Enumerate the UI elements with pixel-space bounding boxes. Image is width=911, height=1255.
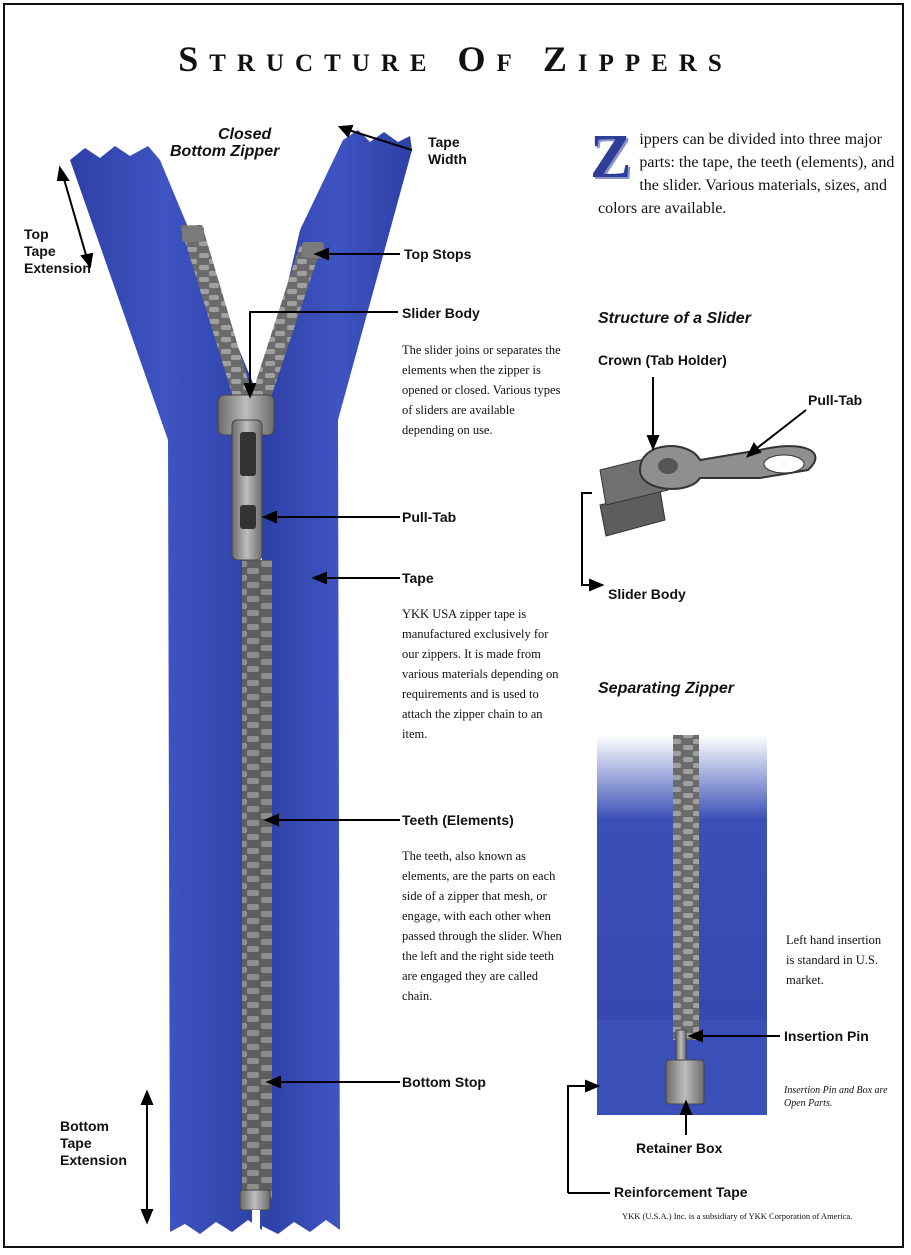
intro-text: ippers can be divided into three major p… (598, 131, 894, 217)
top-tape-ext-line1: Top (24, 226, 91, 243)
separating-zipper-illustration (597, 735, 767, 1115)
tape-description: YKK USA zipper tape is manufactured excl… (402, 604, 560, 744)
intro-paragraph: Zippers can be divided into three major … (598, 128, 898, 220)
left-hand-insertion-note: Left hand insertion is standard in U.S. … (786, 930, 886, 990)
reinforcement-tape-label: Reinforcement Tape (614, 1184, 748, 1201)
tape-width-line2: Width (428, 151, 467, 168)
teeth-description: The teeth, also known as elements, are t… (402, 846, 562, 1006)
bottom-tape-extension-label: Bottom Tape Extension (60, 1118, 127, 1169)
closed-zipper-heading: Closed Bottom Zipper (210, 126, 279, 160)
bottom-tape-ext-line1: Bottom (60, 1118, 127, 1135)
tape-label: Tape (402, 570, 434, 587)
open-parts-note: Insertion Pin and Box are Open Parts. (784, 1084, 894, 1110)
top-tape-extension-label: Top Tape Extension (24, 226, 91, 277)
slider-structure-heading: Structure of a Slider (598, 310, 751, 328)
top-stops-label: Top Stops (404, 246, 471, 263)
slider-body-description: The slider joins or separates the elemen… (402, 340, 562, 440)
bottom-gap (252, 1210, 260, 1238)
bottom-tape-ext-line2: Tape (60, 1135, 127, 1152)
closed-zipper-heading-line2: Bottom Zipper (170, 143, 279, 160)
separating-zipper-heading: Separating Zipper (598, 680, 734, 698)
intro-dropcap: Z (590, 132, 631, 182)
slider-structure-illustration (600, 446, 815, 536)
bottom-stop-part (240, 1190, 270, 1210)
top-tape-ext-line2: Tape (24, 243, 91, 260)
insertion-pin-label: Insertion Pin (784, 1028, 869, 1045)
slider-body-part-label: Slider Body (608, 586, 686, 603)
bottom-stop-label: Bottom Stop (402, 1074, 486, 1091)
zipper-chain (242, 560, 272, 1200)
top-tape-ext-line3: Extension (24, 260, 91, 277)
closed-zipper-heading-line1: Closed (210, 126, 279, 143)
bottom-tape-ext-line3: Extension (60, 1152, 127, 1169)
tape-width-label: Tape Width (428, 134, 467, 168)
closed-zipper-tape (70, 130, 412, 1234)
slider-body-label: Slider Body (402, 305, 480, 322)
retainer-box-label: Retainer Box (636, 1140, 722, 1157)
crown-label: Crown (Tab Holder) (598, 352, 727, 369)
footer-credit: YKK (U.S.A.) Inc. is a subsidiary of YKK… (622, 1211, 852, 1221)
slider-pull-tab-label: Pull-Tab (808, 392, 862, 409)
teeth-label: Teeth (Elements) (402, 812, 514, 829)
tape-width-line1: Tape (428, 134, 467, 151)
pull-tab-label: Pull-Tab (402, 509, 456, 526)
